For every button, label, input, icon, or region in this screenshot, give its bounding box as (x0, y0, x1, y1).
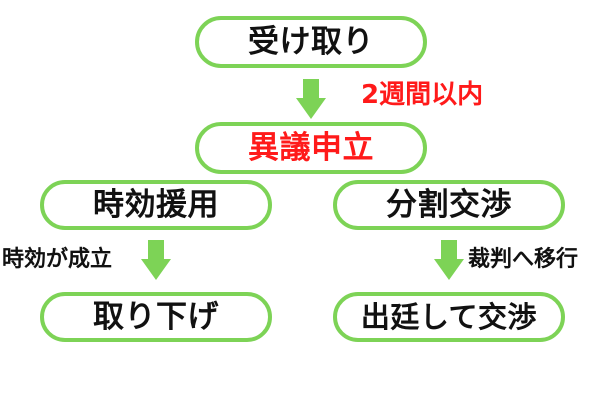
flow-node-installment-label: 分割交渉 (386, 186, 512, 223)
arrow-head (296, 98, 326, 119)
edge-label-two-weeks: 2週間以内 (361, 80, 484, 110)
arrow-head (434, 259, 464, 280)
flow-node-prescription-label: 時効援用 (93, 186, 219, 223)
flow-node-installment[interactable]: 分割交渉 (333, 180, 565, 230)
edge-label-move-to-trial: 裁判へ移行 (468, 247, 579, 272)
arrow-shaft (148, 240, 164, 261)
arrow-shaft (441, 240, 457, 261)
arrow-down-icon-installment-to-court (434, 240, 464, 280)
edge-label-prescription-established: 時効が成立 (2, 247, 113, 272)
flow-node-objection-label: 異議申立 (248, 129, 374, 166)
arrow-down-icon-prescription-to-withdraw (141, 240, 171, 280)
flow-node-objection[interactable]: 異議申立 (195, 122, 427, 174)
flow-node-court[interactable]: 出廷して交渉 (333, 292, 565, 342)
flow-node-withdraw[interactable]: 取り下げ (40, 292, 272, 342)
arrow-head (141, 259, 171, 280)
flow-node-prescription[interactable]: 時効援用 (40, 180, 272, 230)
flow-node-receive[interactable]: 受け取り (195, 16, 427, 68)
arrow-down-icon-receive-to-objection (296, 79, 326, 119)
flow-node-receive-label: 受け取り (248, 23, 374, 60)
arrow-shaft (303, 79, 319, 100)
flow-node-court-label: 出廷して交渉 (360, 299, 538, 334)
flow-node-withdraw-label: 取り下げ (93, 298, 219, 335)
